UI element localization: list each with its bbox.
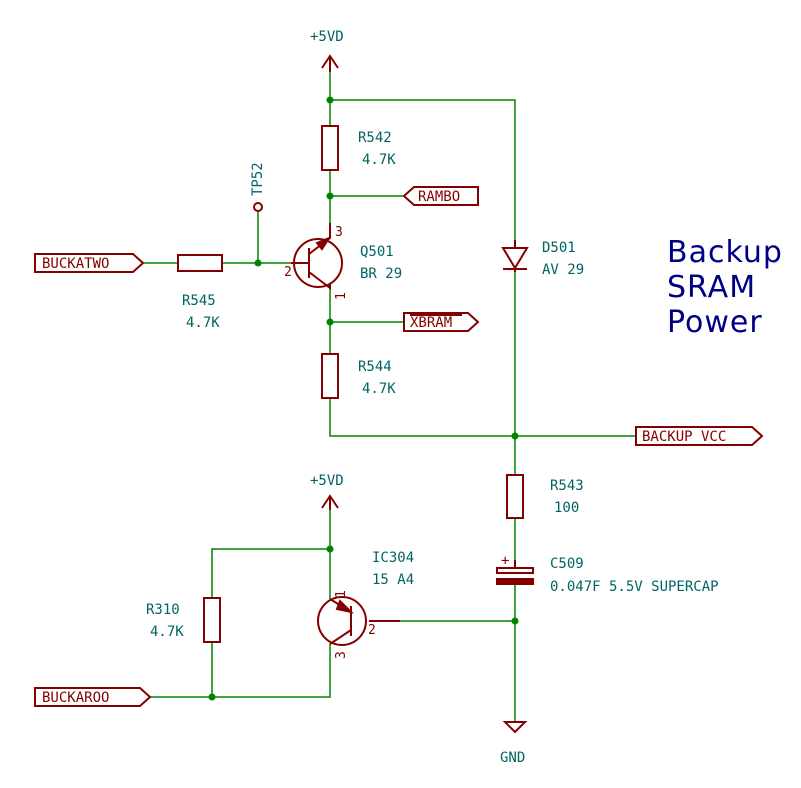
r310-ref: R310	[146, 602, 180, 618]
junction-dot	[511, 617, 519, 625]
d501-value: AV 29	[542, 262, 584, 278]
net-label-buckaroo: BUCKAROO	[34, 687, 152, 707]
q501-pin-base: 2	[284, 265, 292, 280]
resistor-r310: R310 4.7K	[146, 597, 221, 643]
ground-symbol: GND	[500, 721, 528, 766]
q501-value: BR 29	[360, 266, 402, 282]
q501-pin-emitter: 1	[334, 292, 349, 300]
r543-value: 100	[554, 500, 579, 516]
transistor-ic304: 1 2 3 IC304 15 A4	[317, 550, 414, 659]
d501-ref: D501	[542, 240, 576, 256]
junction-dot	[208, 693, 216, 701]
net-label-backup-vcc: BACKUP_VCC	[635, 426, 764, 446]
ic304-value: 15 A4	[372, 572, 414, 588]
c509-ref: C509	[550, 556, 584, 572]
r542-ref: R542	[358, 130, 392, 146]
r310-value: 4.7K	[150, 624, 184, 640]
junction-dot	[326, 545, 334, 553]
r545-value: 4.7K	[186, 315, 220, 331]
net-label-buckatwo: BUCKATWO	[34, 253, 145, 273]
wires	[143, 72, 636, 722]
junction-dot	[511, 432, 519, 440]
ic304-ref: IC304	[372, 550, 414, 566]
buckaroo-label: BUCKAROO	[42, 690, 109, 706]
r544-ref: R544	[358, 359, 392, 375]
r545-ref: R545	[182, 293, 216, 309]
backup-vcc-label: BACKUP_VCC	[642, 429, 726, 445]
ic304-pin-collector: 3	[334, 651, 349, 659]
c509-polarity-mark: +	[501, 553, 509, 569]
ic304-pin-emitter: 1	[334, 590, 349, 598]
q501-pin-collector: 3	[335, 225, 343, 240]
r544-value: 4.7K	[362, 381, 396, 397]
r543-ref: R543	[550, 478, 584, 494]
power-label-bottom: +5VD	[310, 473, 344, 489]
tp52-ref: TP52	[250, 162, 266, 196]
ground-label: GND	[500, 750, 525, 766]
junction-dot	[254, 259, 262, 267]
r542-value: 4.7K	[362, 152, 396, 168]
test-point-tp52: TP52	[250, 162, 266, 212]
resistor-r544: R544 4.7K	[321, 353, 396, 399]
resistor-r543: R543 100	[506, 474, 584, 519]
diode-d501: D501 AV 29	[501, 240, 584, 278]
junction-dot	[326, 96, 334, 104]
capacitor-c509: + C509 0.047F 5.5V SUPERCAP	[496, 553, 719, 595]
junctions	[208, 96, 519, 701]
junction-dot	[326, 318, 334, 326]
ic304-pin-base: 2	[368, 623, 376, 638]
resistor-r542: R542 4.7K	[321, 125, 396, 171]
resistor-r545: R545 4.7K	[177, 254, 223, 331]
junction-dot	[326, 192, 334, 200]
note-line-3: Power	[667, 305, 763, 340]
note-line-1: Backup	[667, 235, 783, 270]
note-line-2: SRAM	[667, 270, 756, 305]
power-symbol-top: +5VD	[310, 29, 344, 72]
note-text: Backup SRAM Power	[667, 235, 783, 340]
net-label-rambo: RAMBO	[402, 186, 479, 206]
net-label-xbram: XBRAM	[403, 312, 480, 332]
c509-value: 0.047F 5.5V SUPERCAP	[550, 579, 719, 595]
buckatwo-label: BUCKATWO	[42, 256, 109, 272]
q501-ref: Q501	[360, 244, 394, 260]
power-symbol-bottom: +5VD	[310, 473, 344, 510]
rambo-label: RAMBO	[418, 189, 460, 205]
xbram-label: XBRAM	[410, 315, 452, 331]
power-label-top: +5VD	[310, 29, 344, 45]
transistor-q501: 2 3 1 Q501 BR 29	[284, 223, 402, 300]
